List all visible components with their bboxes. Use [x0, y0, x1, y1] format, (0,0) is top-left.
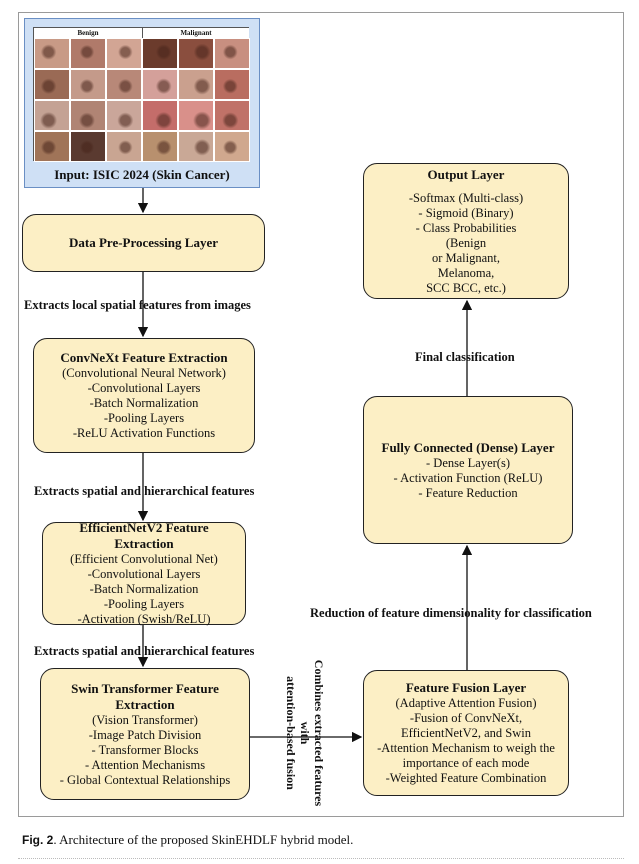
efficientnet-line: -Batch Normalization — [89, 582, 199, 596]
lesion-thumbnail — [34, 69, 70, 100]
lesion-thumbnail — [34, 100, 70, 131]
swin-line: -Image Patch Division — [88, 727, 202, 742]
output-line: SCC BCC, etc.) — [426, 280, 506, 295]
input-panel: Benign Malignant Input: ISIC 2024 (Skin … — [24, 18, 260, 188]
convnext-line: -Pooling Layers — [103, 411, 185, 425]
lesion-thumbnail — [214, 131, 250, 162]
efficientnet-box: EfficientNetV2 Feature Extraction (Effic… — [42, 520, 246, 626]
preprocessing-title: Data Pre-Processing Layer — [69, 235, 218, 250]
convnext-line: -ReLU Activation Functions — [72, 426, 216, 440]
swin-line: - Global Contextual Relationships — [59, 772, 231, 787]
lesion-thumbnail — [214, 69, 250, 100]
lesion-thumbnail — [142, 100, 178, 131]
lesion-thumbnail — [178, 69, 214, 100]
convnext-box: ConvNeXt Feature Extraction (Convolution… — [33, 338, 255, 453]
swin-line: (Vision Transformer) — [92, 712, 198, 727]
output-layer-box: Output Layer -Softmax (Multi-class) - Si… — [363, 163, 569, 299]
feature-fusion-box: Feature Fusion Layer (Adaptive Attention… — [363, 670, 569, 796]
edge-label-hierarchical-1: Extracts spatial and hierarchical featur… — [34, 484, 255, 498]
preprocessing-layer-box: Data Pre-Processing Layer — [22, 214, 265, 272]
convnext-title: ConvNeXt Feature Extraction — [60, 350, 228, 365]
fusion-line: -Weighted Feature Combination — [385, 771, 547, 785]
swin-title-line2: Extraction — [115, 696, 175, 712]
lesion-thumbnail — [178, 38, 214, 69]
output-line: Melanoma, — [437, 265, 495, 280]
edge-label-fusion-line: attention-based fusion — [284, 676, 298, 790]
dense-title: Fully Connected (Dense) Layer — [381, 439, 555, 455]
output-line: or Malignant, — [431, 250, 501, 265]
swin-title-line1: Swin Transformer Feature — [71, 680, 219, 696]
fusion-line: importance of each mode — [402, 756, 530, 770]
dense-layer-box: Fully Connected (Dense) Layer - Dense La… — [363, 396, 573, 544]
lesion-thumbnail — [70, 100, 106, 131]
lesion-thumbnail — [106, 100, 142, 131]
fusion-line: (Adaptive Attention Fusion) — [395, 696, 537, 710]
lesion-thumbnail — [214, 38, 250, 69]
output-title: Output Layer — [427, 166, 505, 182]
efficientnet-line: -Pooling Layers — [103, 597, 185, 611]
edge-label-final-classification: Final classification — [415, 350, 515, 364]
edge-label-fusion-line: Combines extracted features — [312, 659, 326, 807]
caption-divider — [18, 858, 624, 859]
caption-text: . Architecture of the proposed SkinEHDLF… — [53, 832, 354, 847]
output-line: - Sigmoid (Binary) — [418, 205, 514, 220]
lesion-thumbnail — [106, 69, 142, 100]
lesion-thumbnail — [178, 100, 214, 131]
efficientnet-line: -Activation (Swish/ReLU) — [77, 612, 211, 626]
swin-line: - Attention Mechanisms — [84, 757, 206, 772]
fusion-line: EfficientNetV2, and Swin — [401, 726, 531, 740]
fusion-title: Feature Fusion Layer — [405, 680, 527, 695]
convnext-line: -Convolutional Layers — [87, 381, 201, 395]
lesion-thumbnail — [70, 38, 106, 69]
dense-line: - Activation Function (ReLU) — [393, 470, 543, 485]
lesion-thumbnail — [34, 38, 70, 69]
swin-transformer-box: Swin Transformer Feature Extraction (Vis… — [40, 668, 250, 800]
lesion-thumbnail — [178, 131, 214, 162]
edge-label-hierarchical-2: Extracts spatial and hierarchical featur… — [34, 644, 255, 658]
edge-label-dimensionality-reduction: Reduction of feature dimensionality for … — [310, 606, 592, 620]
lesion-thumbnail — [70, 131, 106, 162]
lesion-thumbnail — [142, 69, 178, 100]
figure-caption: Fig. 2. Architecture of the proposed Ski… — [22, 832, 353, 848]
figure-number: Fig. 2 — [22, 833, 54, 847]
swin-line: - Transformer Blocks — [91, 742, 199, 757]
convnext-line: -Batch Normalization — [89, 396, 199, 410]
edge-label-fusion-combine: Combines extracted features with attenti… — [284, 658, 326, 808]
lesion-thumbnail — [142, 131, 178, 162]
efficientnet-title: EfficientNetV2 Feature Extraction — [79, 520, 209, 551]
efficientnet-line: (Efficient Convolutional Net) — [70, 552, 218, 566]
efficientnet-line: -Convolutional Layers — [87, 567, 201, 581]
output-line: -Softmax (Multi-class) — [408, 190, 524, 205]
output-line: - Class Probabilities — [415, 220, 517, 235]
dense-line: - Dense Layer(s) — [426, 455, 510, 470]
fusion-line: -Fusion of ConvNeXt, — [409, 711, 523, 725]
output-line: (Benign — [445, 235, 487, 250]
lesion-thumbnail — [34, 131, 70, 162]
lesion-thumbnail — [214, 100, 250, 131]
edge-label-local-features: Extracts local spatial features from ima… — [24, 298, 251, 312]
lesion-thumbnail — [70, 69, 106, 100]
lesion-thumbnail — [142, 38, 178, 69]
lesion-thumbnail — [106, 131, 142, 162]
edge-label-fusion-line: with — [298, 721, 312, 745]
convnext-line: (Convolutional Neural Network) — [62, 366, 226, 380]
lesion-image-grid: Benign Malignant — [33, 27, 250, 162]
lesion-thumbnail — [106, 38, 142, 69]
dense-line: - Feature Reduction — [418, 485, 518, 500]
fusion-line: -Attention Mechanism to weigh the — [377, 741, 555, 755]
input-label: Input: ISIC 2024 (Skin Cancer) — [54, 167, 230, 182]
